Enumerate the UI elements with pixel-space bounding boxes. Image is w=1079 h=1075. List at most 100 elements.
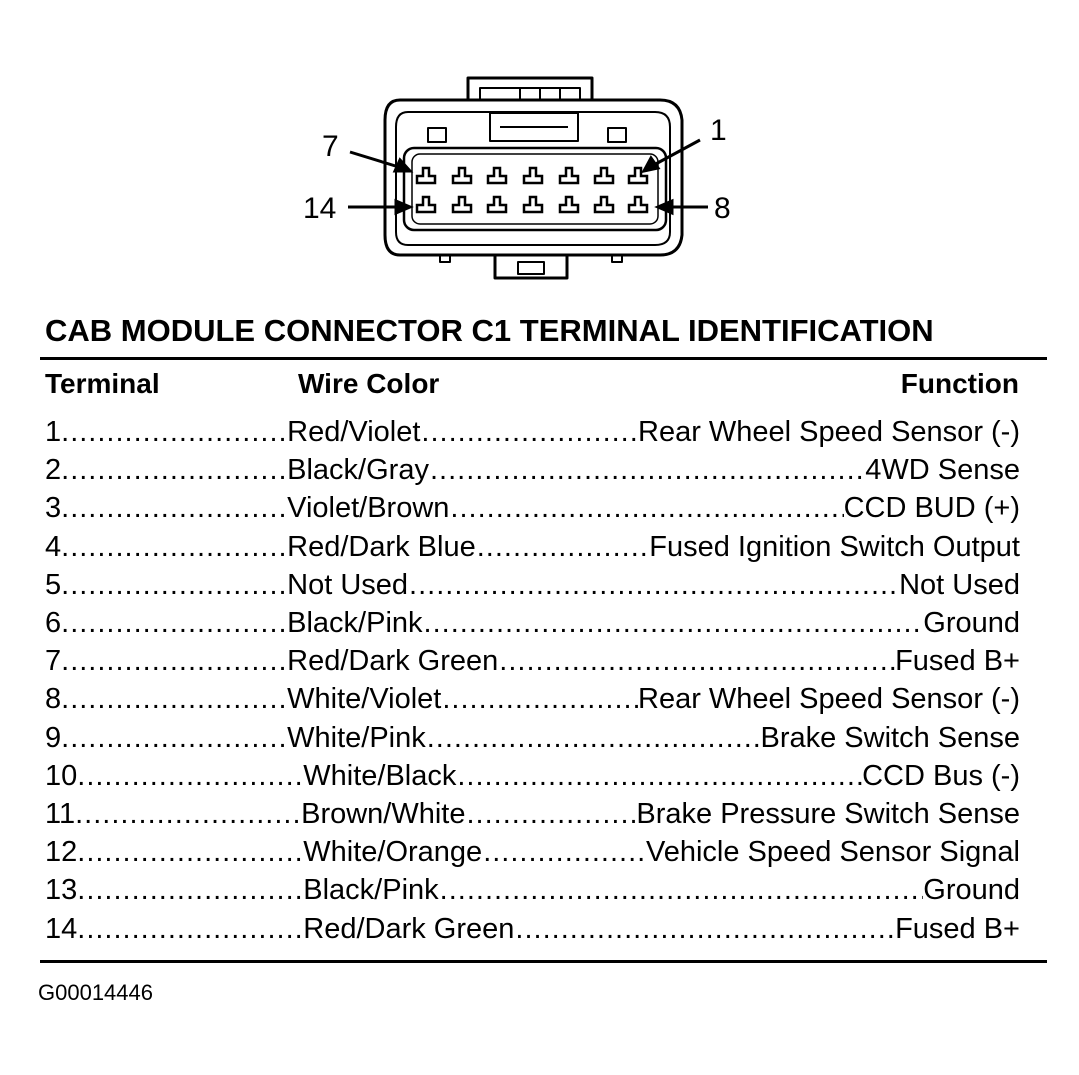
wire-color: White/Pink [287, 721, 426, 754]
leader-dots [61, 492, 286, 525]
terminal-row: 1 Red/Violet Rear Wheel Speed Sensor (-) [45, 416, 1020, 454]
leader-dots [515, 913, 895, 946]
terminal-function: Vehicle Speed Sensor Signal [645, 836, 1020, 869]
terminal-function: 4WD Sense [865, 454, 1020, 487]
terminal-cavity [486, 166, 508, 185]
leader-dots [477, 531, 650, 564]
leader-dots [457, 760, 862, 793]
terminal-row: 4 Red/Dark Blue Fused Ignition Switch Outp… [45, 531, 1020, 569]
terminal-number: 14 [45, 912, 78, 945]
callout-pin-1: 1 [710, 114, 727, 147]
terminal-number: 3 [45, 492, 62, 525]
wire-color: Violet/Brown [287, 492, 450, 525]
wire-color: Red/Violet [287, 416, 421, 448]
terminal-cavity [593, 195, 615, 214]
terminal-number: 7 [45, 645, 62, 678]
leader-dots [430, 454, 865, 487]
leader-dots [77, 836, 302, 869]
terminal-function: Fused B+ [895, 912, 1020, 945]
leader-dots [467, 798, 637, 831]
wire-color: Black/Pink [303, 874, 439, 907]
terminal-number: 4 [45, 530, 62, 563]
terminal-function: Fused B+ [895, 645, 1020, 678]
leader-dots [450, 492, 843, 525]
wire-color: Red/Dark Green [287, 645, 499, 678]
leader-dots [77, 760, 302, 793]
leader-dots [442, 683, 638, 716]
terminal-row: 6 Black/Pink Ground [45, 607, 1020, 645]
leader-dots [61, 454, 286, 487]
wire-color: Not Used [287, 568, 409, 601]
wire-color: White/Orange [303, 836, 483, 869]
terminal-number: 10 [45, 759, 78, 792]
leader-dots [440, 874, 924, 907]
terminal-cavity [451, 166, 473, 185]
leader-dots [421, 416, 638, 449]
terminal-row: 13 Black/Pink Ground [45, 874, 1020, 912]
terminal-number: 11 [45, 798, 76, 830]
terminal-cavity [593, 166, 615, 185]
terminal-number: 13 [45, 874, 78, 907]
terminal-row: 11 Brown/White Brake Pressure Switch Sense [45, 798, 1020, 836]
terminal-number: 5 [45, 568, 62, 601]
terminal-cavity [627, 166, 649, 185]
header-wire-color: Wire Color [298, 368, 440, 399]
callout-pin-14: 14 [303, 192, 336, 225]
terminal-cavity [415, 195, 437, 214]
terminal-row: 14 Red/Dark Green Fused B+ [45, 913, 1020, 951]
leader-dots [61, 645, 286, 678]
terminal-number: 6 [45, 607, 62, 639]
leader-dots [77, 913, 302, 946]
terminal-cavity [451, 195, 473, 214]
leader-dots [61, 416, 286, 449]
leader-dots [61, 607, 286, 640]
wire-color: White/Violet [287, 683, 442, 716]
terminal-cavity [522, 166, 544, 185]
leader-dots [427, 722, 761, 755]
terminal-cavity [486, 195, 508, 214]
terminal-function: Fused Ignition Switch Output [649, 530, 1020, 563]
terminal-function: Ground [923, 607, 1020, 639]
leader-dots [483, 836, 646, 869]
terminal-function: Rear Wheel Speed Sensor (-) [638, 416, 1020, 448]
leader-dots [61, 531, 286, 564]
terminal-number: 1 [45, 416, 62, 448]
terminal-cavity [558, 195, 580, 214]
terminal-row: 10White/BlackCCD Bus (-) [45, 760, 1020, 798]
wire-color: Red/Dark Blue [287, 530, 476, 563]
leader-dots [75, 798, 300, 831]
leader-dots [409, 569, 899, 602]
leader-dots [424, 607, 924, 640]
wire-color: Black/Pink [287, 607, 423, 639]
terminal-row: 9White/PinkBrake Switch Sense [45, 722, 1020, 760]
leader-dots [61, 722, 286, 755]
terminal-cavity [415, 166, 437, 185]
terminal-cavity [558, 166, 580, 185]
callout-pin-8: 8 [714, 192, 731, 225]
terminal-cavities [415, 166, 649, 214]
wire-color: Red/Dark Green [303, 912, 515, 945]
leader-dots [77, 874, 302, 907]
terminal-number: 8 [45, 683, 62, 716]
callout-pin-7: 7 [322, 130, 339, 163]
header-function: Function [900, 368, 1019, 399]
terminal-row: 5 Not Used Not Used [45, 569, 1020, 607]
table-title: CAB MODULE CONNECTOR C1 TERMINAL IDENTIF… [45, 313, 934, 348]
terminal-function: Rear Wheel Speed Sensor (-) [638, 683, 1020, 716]
connector-face-diagram: 7 1 14 8 [303, 76, 731, 280]
terminal-row: 8 White/Violet Rear Wheel Speed Sensor (-) [45, 683, 1020, 721]
terminal-row: 3Violet/BrownCCD BUD (+) [45, 492, 1020, 530]
terminal-function: Brake Pressure Switch Sense [636, 798, 1020, 830]
wire-color: White/Black [303, 759, 457, 792]
leader-dots [61, 569, 286, 602]
terminal-cavity [627, 195, 649, 214]
wire-color: Brown/White [301, 798, 466, 830]
figure-code: G00014446 [38, 980, 153, 1005]
terminal-row: 7 Red/Dark Green Fused B+ [45, 645, 1020, 683]
terminal-function: Ground [923, 874, 1020, 907]
title-rule [40, 357, 1047, 360]
terminal-function: Not Used [899, 568, 1020, 601]
wire-color: Black/Gray [287, 454, 429, 487]
leader-dots [499, 645, 895, 678]
terminal-function: Brake Switch Sense [760, 721, 1020, 754]
